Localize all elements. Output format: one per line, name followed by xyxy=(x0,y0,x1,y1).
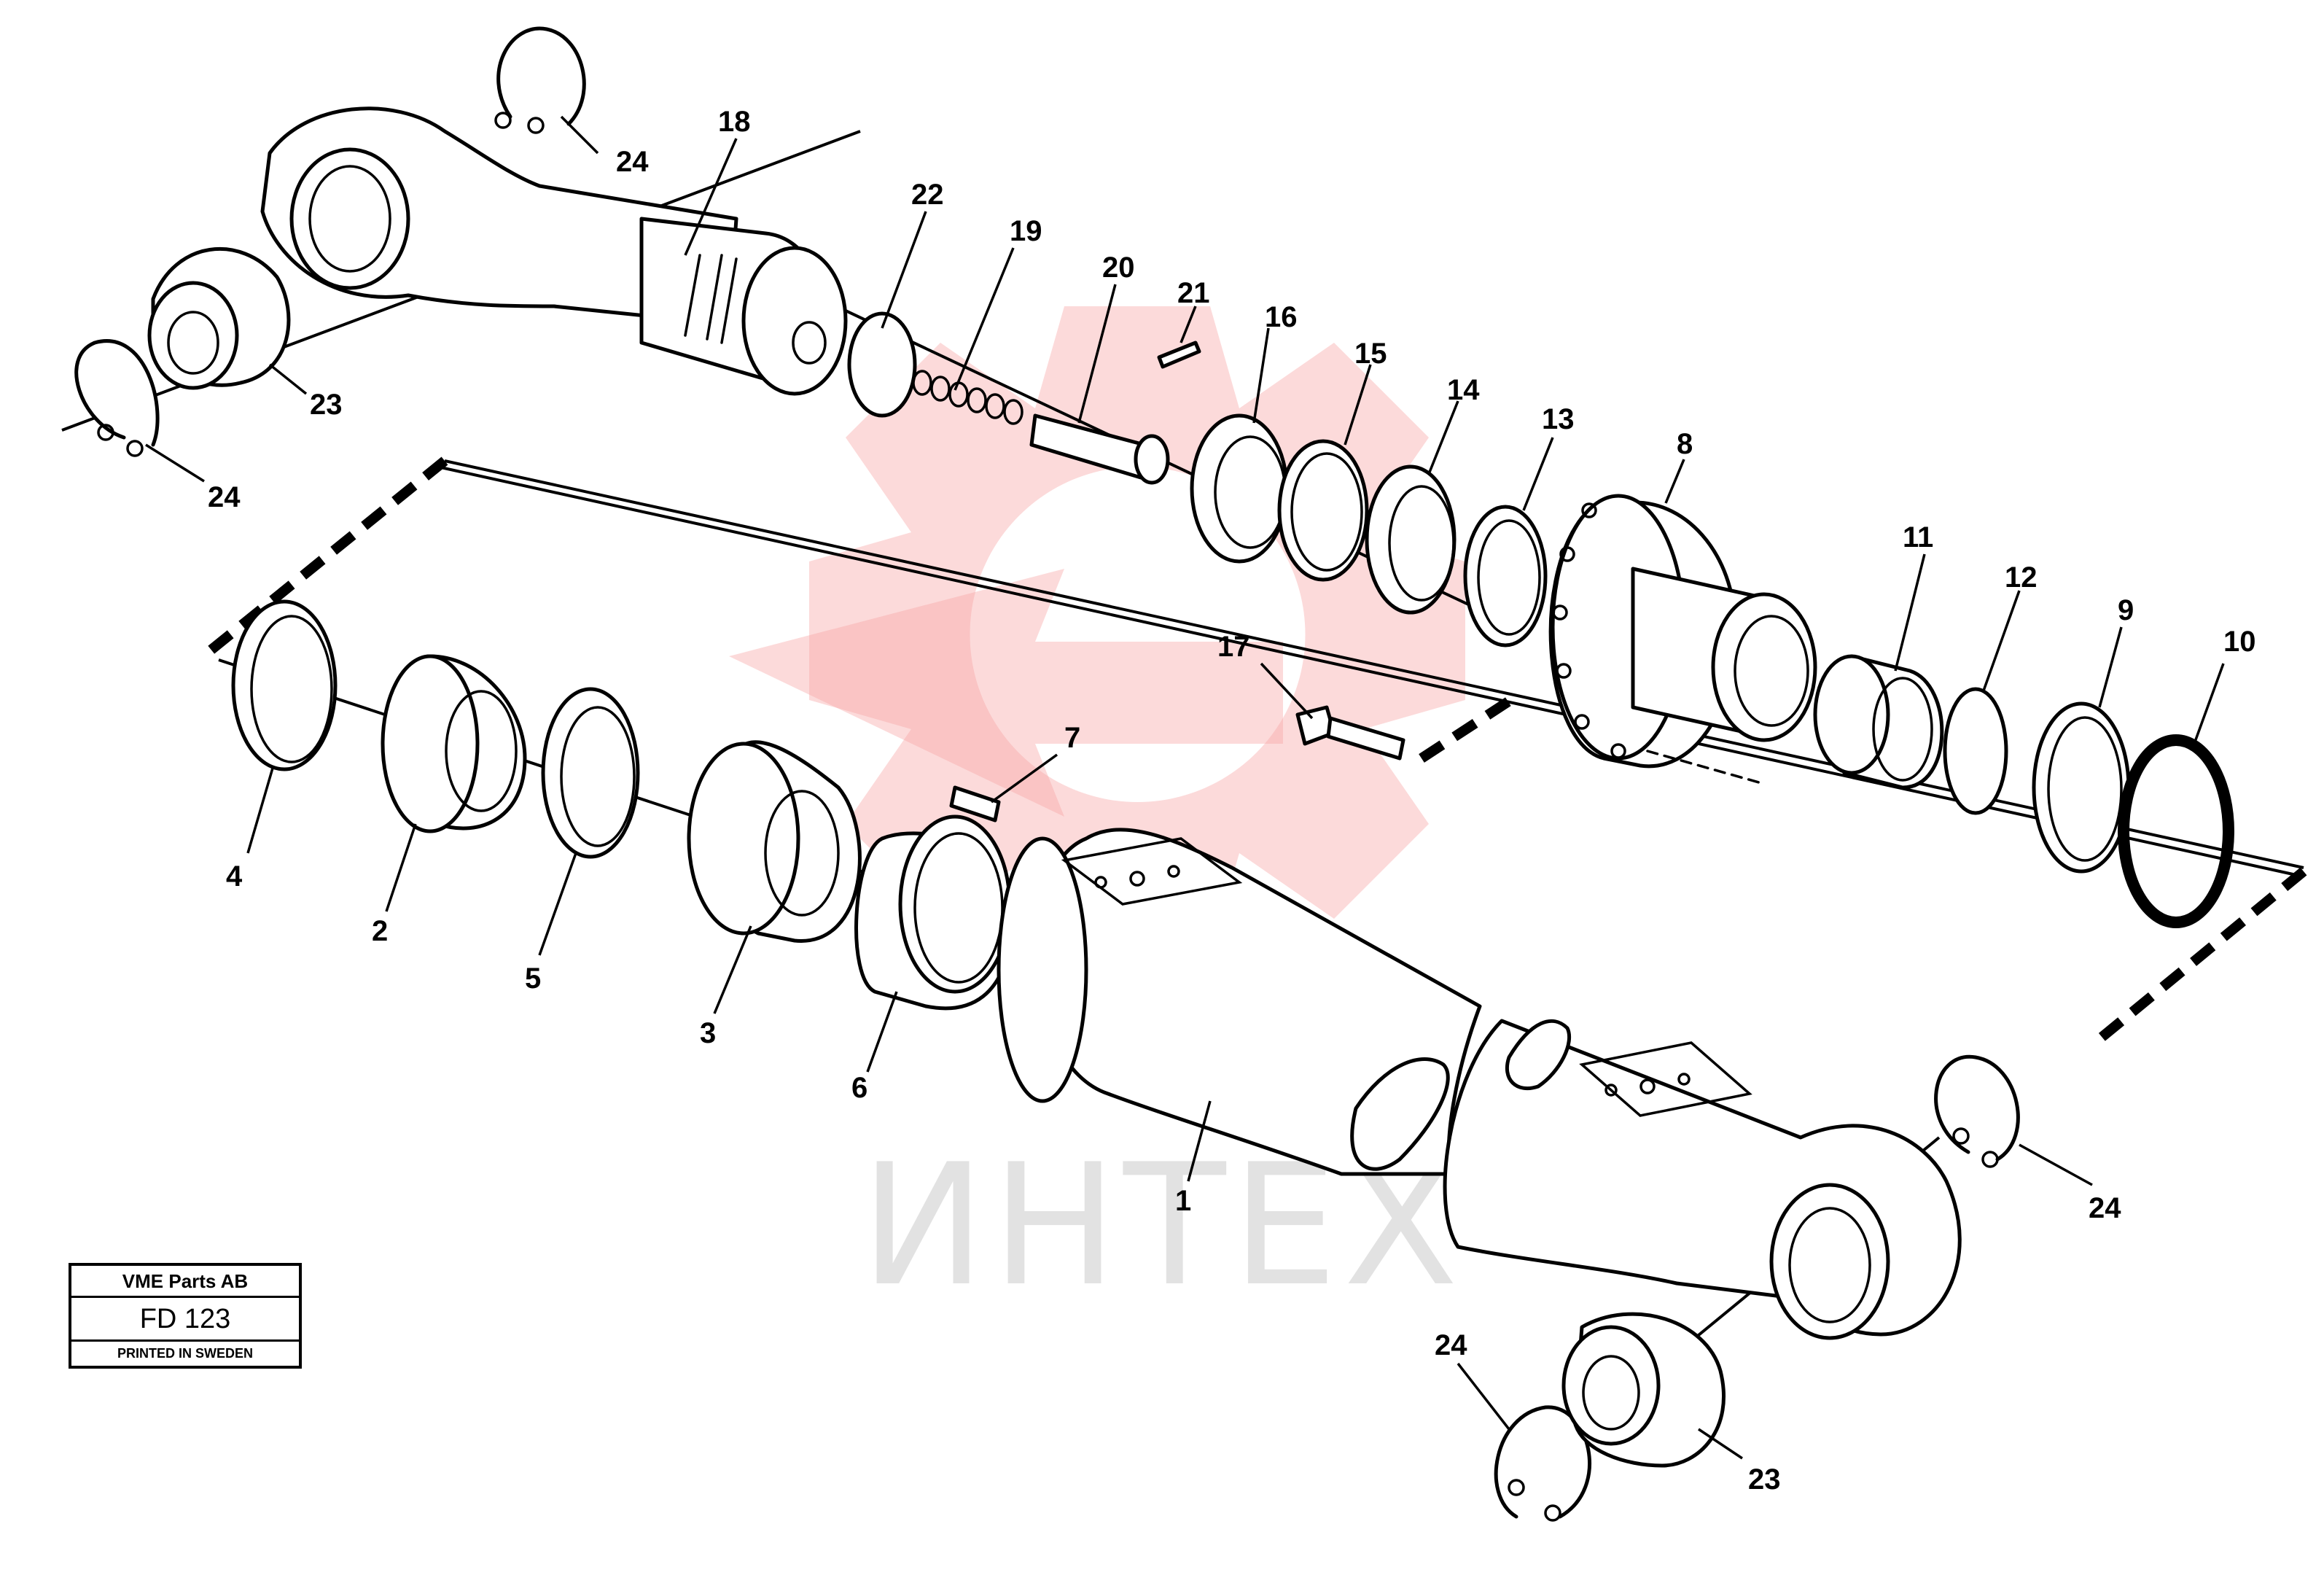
spherical-bearing-part-23-bottom xyxy=(1561,1312,1726,1468)
callout-10: 10 xyxy=(2223,626,2256,658)
callout-1: 1 xyxy=(1175,1185,1191,1217)
title-block-company: VME Parts AB xyxy=(71,1266,299,1298)
callout-7: 7 xyxy=(1064,722,1080,754)
callout-9: 9 xyxy=(2118,594,2134,626)
callout-13: 13 xyxy=(1542,403,1575,435)
bushing-part-11 xyxy=(1813,654,1944,790)
circlip-part-24-a xyxy=(494,26,586,134)
callout-21: 21 xyxy=(1177,277,1210,309)
title-block: VME Parts AB FD 123 PRINTED IN SWEDEN xyxy=(69,1263,302,1369)
cylinder-tube-part-1 xyxy=(997,828,1962,1340)
o-ring-part-10 xyxy=(2118,734,2234,928)
callout-23-top: 23 xyxy=(310,389,343,421)
piston-rod-eye-part-18 xyxy=(260,106,848,396)
spherical-bearing-part-23-top xyxy=(147,246,291,390)
title-block-code: FD 123 xyxy=(71,1298,299,1342)
pin-part-21 xyxy=(1157,341,1201,369)
seal-part-5 xyxy=(541,687,640,859)
valve-pin-part-20 xyxy=(1029,413,1170,485)
callout-6: 6 xyxy=(851,1072,867,1104)
o-ring-part-22 xyxy=(847,311,917,418)
callout-15: 15 xyxy=(1354,338,1387,370)
callout-22: 22 xyxy=(911,179,944,211)
circlip-part-24-d xyxy=(1494,1405,1591,1522)
set-screw-part-7 xyxy=(949,785,1001,822)
callout-11: 11 xyxy=(1903,521,1933,553)
callout-18: 18 xyxy=(718,106,751,138)
guide-ring-part-4 xyxy=(231,599,338,771)
bolt-part-17 xyxy=(1295,705,1405,761)
callout-23-bottom: 23 xyxy=(1748,1463,1781,1496)
callout-19: 19 xyxy=(1010,215,1042,247)
circlip-part-24-c xyxy=(1934,1054,2020,1168)
ring-part-13 xyxy=(1463,505,1548,648)
callout-4: 4 xyxy=(226,860,243,892)
callout-17: 17 xyxy=(1217,631,1250,663)
callout-12: 12 xyxy=(2005,561,2038,594)
sleeve-part-6 xyxy=(854,814,1015,1011)
piston-body-part-3 xyxy=(687,740,862,943)
callout-24-right: 24 xyxy=(2089,1192,2121,1224)
retaining-ring-part-12 xyxy=(1943,687,2008,815)
callout-24-top: 24 xyxy=(616,146,649,178)
callout-3: 3 xyxy=(700,1017,716,1049)
circlip-part-24-b xyxy=(74,339,160,457)
seal-part-15 xyxy=(1277,439,1369,582)
piston-part-2 xyxy=(381,654,527,833)
wiper-part-16 xyxy=(1190,413,1289,564)
callout-2: 2 xyxy=(372,915,388,947)
callout-20: 20 xyxy=(1102,252,1135,284)
seal-part-14 xyxy=(1365,464,1457,615)
callout-24-left: 24 xyxy=(208,481,241,513)
leader-lines xyxy=(145,115,2225,1460)
ring-part-9 xyxy=(2032,701,2131,874)
callout-labels: 18 24 23 24 22 19 20 21 16 15 14 13 8 11… xyxy=(208,106,2256,1496)
callout-5: 5 xyxy=(525,962,541,995)
callout-16: 16 xyxy=(1265,301,1298,333)
title-block-note: PRINTED IN SWEDEN xyxy=(117,1346,253,1361)
callout-8: 8 xyxy=(1677,428,1693,460)
cylinder-head-part-8 xyxy=(1548,494,1817,785)
callout-14: 14 xyxy=(1447,374,1480,406)
watermark-arrow-shape xyxy=(729,569,1283,817)
callout-24-bottom: 24 xyxy=(1435,1329,1467,1361)
